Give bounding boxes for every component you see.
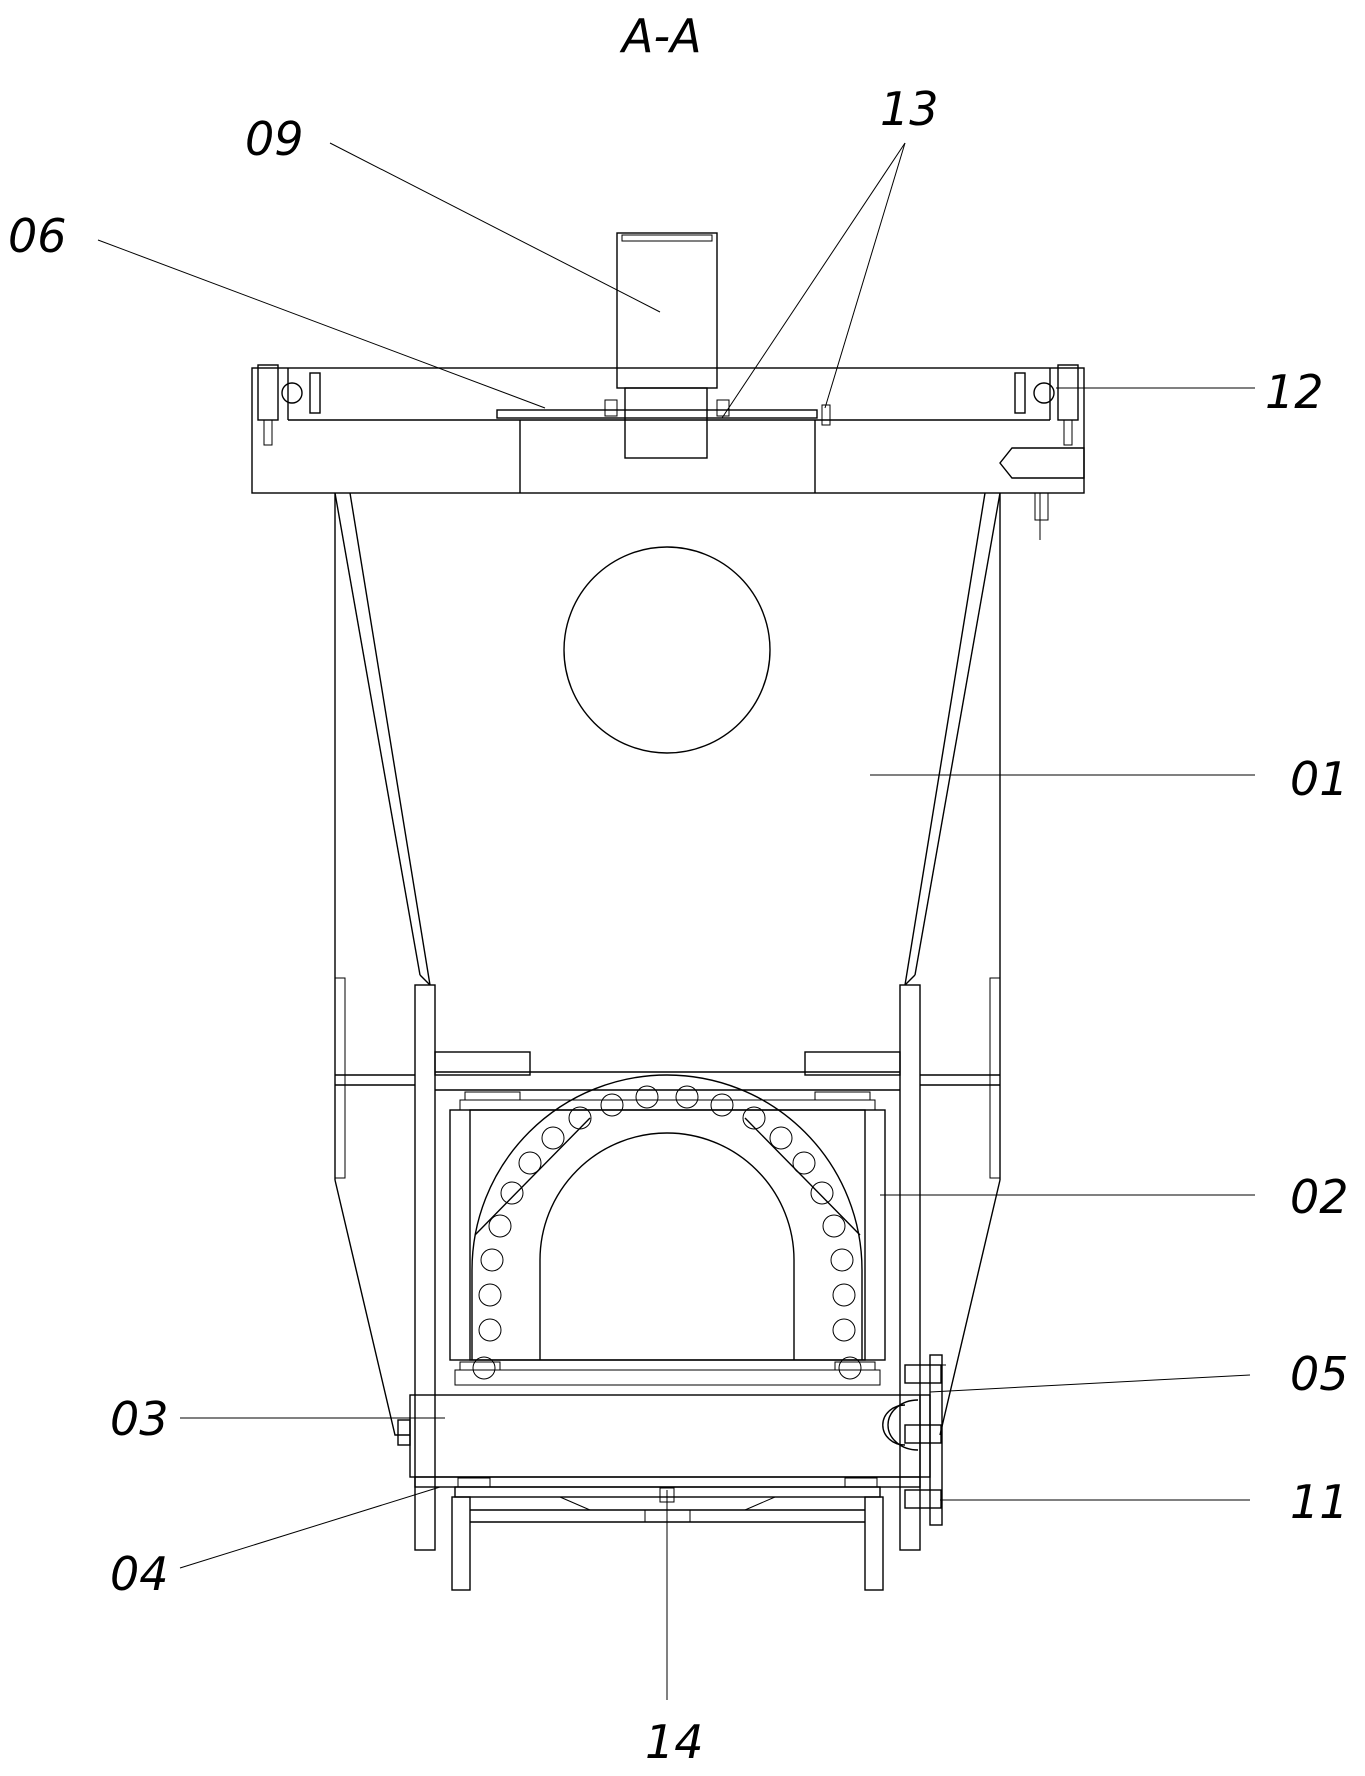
label-09: 09: [245, 112, 304, 166]
bolt-ring: [472, 1085, 862, 1380]
motor: [616, 232, 718, 459]
label-03: 03: [110, 1392, 169, 1446]
side-bolts: [882, 1354, 946, 1526]
label-04: 04: [110, 1547, 169, 1601]
flange-box: [449, 1074, 886, 1386]
top-frame: [251, 364, 1085, 540]
side-posts: [334, 977, 1001, 1551]
label-12: 12: [1265, 365, 1324, 419]
label-05: 05: [1290, 1347, 1349, 1401]
label-14: 14: [645, 1715, 704, 1769]
label-06: 06: [8, 209, 67, 263]
label-11: 11: [1290, 1475, 1349, 1529]
crossbeam: [397, 1394, 931, 1478]
section-title: A-A: [619, 9, 702, 63]
label-01: 01: [1290, 752, 1349, 806]
hopper-body: [334, 492, 1001, 1436]
label-02: 02: [1290, 1170, 1349, 1224]
label-13: 13: [880, 82, 939, 136]
leader-lines: [97, 142, 1255, 1700]
